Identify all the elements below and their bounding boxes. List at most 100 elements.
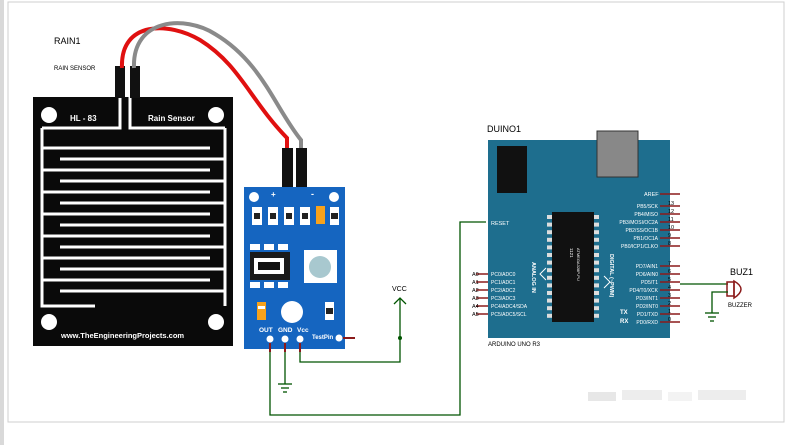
atmega-chip — [552, 212, 594, 322]
chip-leg — [547, 237, 552, 242]
module-pin-testpin: TestPin — [312, 335, 334, 341]
mount-hole — [41, 107, 57, 123]
chip-leg — [594, 245, 599, 250]
chip-leg — [594, 298, 599, 303]
digital-pin-number: 4 — [668, 285, 671, 291]
digital-pin: PD2/INT0 2 — [636, 301, 680, 310]
chip-leg — [594, 275, 599, 280]
chip-leg — [594, 230, 599, 235]
digital-pin-name: PB2/SS/OC1B — [625, 228, 658, 234]
analog-pin: A2 PC2/ADC2 — [472, 288, 516, 294]
sensor-pin — [115, 66, 125, 98]
chip-leg — [594, 306, 599, 311]
sensor-module[interactable]: + - OUT GND Vcc TestPin — [244, 148, 355, 352]
vcc-wire — [299, 298, 401, 363]
vcc-label: VCC — [392, 286, 407, 293]
chip-leg — [594, 215, 599, 219]
module-pin-out: OUT — [259, 327, 273, 334]
analog-pin-number: A2 — [472, 288, 479, 294]
digital-pin-number: 11 — [668, 217, 674, 223]
buzzer-ref: BUZ1 — [730, 267, 753, 277]
analog-pin: A4 PC4/ADC4/SDA — [472, 304, 528, 310]
rx-label: RX — [620, 319, 628, 325]
analog-pin-number: A3 — [472, 296, 479, 302]
digital-pin-number: 0 — [668, 317, 671, 323]
analog-pin: A5 PC5/ADC5/SCL — [472, 312, 527, 318]
chip-leg — [547, 298, 552, 303]
watermark-text: www.TheEngineeringProjects.com — [60, 331, 184, 340]
chip-leg — [547, 222, 552, 227]
buzzer-ground-wire — [711, 291, 728, 313]
module-pin-vcc: Vcc — [297, 327, 309, 334]
digital-pin-number: 7 — [668, 261, 671, 267]
digital-pin-name: PB4/MISO — [634, 212, 658, 218]
digital-pin-number: 12 — [668, 209, 674, 215]
chip-leg — [547, 283, 552, 288]
analog-pin-name: PC5/ADC5/SCL — [491, 312, 527, 318]
chip-leg — [594, 260, 599, 265]
digital-pin: PD6/AIN0 6 — [636, 269, 680, 278]
analog-pin-name: PC3/ADC3 — [491, 296, 516, 302]
chip-leg — [547, 253, 552, 257]
power-jack — [497, 146, 527, 193]
usb-connector — [596, 130, 639, 178]
digital-pin-number: 9 — [668, 233, 671, 239]
rain-sensor-ref: RAIN1 — [54, 36, 81, 46]
rain-sensor-plate — [33, 97, 233, 346]
module-input-pin — [296, 148, 307, 194]
chip-leg — [594, 222, 599, 227]
digital-pin-number: 2 — [668, 301, 671, 307]
chip-leg — [547, 245, 552, 250]
analog-pin-number: A5 — [472, 312, 479, 318]
sensor-cable — [119, 21, 303, 150]
chip-leg — [547, 260, 552, 265]
digital-pin-number: 1 — [668, 309, 671, 315]
arduino-uno[interactable]: DUINO1 RESET AREF ANALOG IN 1121 ATMEGA3… — [472, 124, 680, 348]
rain-sensor[interactable]: RAIN1 RAIN SENSOR HL - 83 Rain Sensor ww… — [33, 36, 233, 346]
digital-pin-number: 8 — [668, 241, 671, 247]
digital-pin: PB4/MISO 12 — [634, 209, 680, 218]
potentiometer-knob — [309, 256, 331, 278]
chip-top: 1121 — [569, 248, 574, 258]
digital-pin: PB0/ICP1/CLKO 8 — [621, 241, 680, 250]
module-minus-label: - — [311, 189, 314, 199]
out-to-reset-wire — [269, 221, 486, 416]
reset-label: RESET — [491, 221, 510, 227]
analog-pin-number: A4 — [472, 304, 479, 310]
digital-pin-name: PD5/T1 — [641, 280, 658, 286]
digital-pin-number: 3 — [668, 293, 671, 299]
analog-pin-name: PC0/ADC0 — [491, 272, 516, 278]
digital-pin-name: PD6/AIN0 — [636, 272, 658, 278]
chip-leg — [547, 230, 552, 235]
vcc-terminal[interactable]: VCC — [299, 286, 407, 363]
digital-pin-name: PD2/INT0 — [636, 304, 658, 310]
sensor-pin — [130, 66, 140, 98]
ground-symbol — [278, 352, 292, 393]
analog-pin-name: PC4/ADC4/SDA — [491, 304, 528, 310]
buzzer-name: BUZZER — [728, 303, 753, 309]
chip-leg — [547, 215, 552, 219]
buzzer[interactable]: BUZ1 BUZZER — [680, 267, 753, 322]
digital-pin-name: PB0/ICP1/CLKO — [621, 244, 658, 250]
rain-sensor-name: RAIN SENSOR — [54, 66, 96, 72]
module-input-pin — [282, 148, 293, 194]
analog-pin-name: PC1/ADC1 — [491, 280, 516, 286]
analog-pin-number: A0 — [472, 272, 479, 278]
analog-pin-number: A1 — [472, 280, 479, 286]
digital-pin-number: 6 — [668, 269, 671, 275]
analog-pin-name: PC2/ADC2 — [491, 288, 516, 294]
digital-pin-name: PB5/SCK — [637, 204, 659, 210]
chip-leg — [547, 275, 552, 280]
chip-leg — [547, 291, 552, 295]
analog-in-title: ANALOG IN — [530, 262, 536, 293]
smd-components — [250, 206, 339, 320]
blurred-watermark — [588, 390, 746, 401]
arduino-name: ARDUINO UNO R3 — [488, 342, 541, 348]
rain-sensor-plate-label: Rain Sensor — [148, 114, 195, 123]
chip-leg — [594, 237, 599, 242]
mount-hole — [329, 192, 339, 202]
